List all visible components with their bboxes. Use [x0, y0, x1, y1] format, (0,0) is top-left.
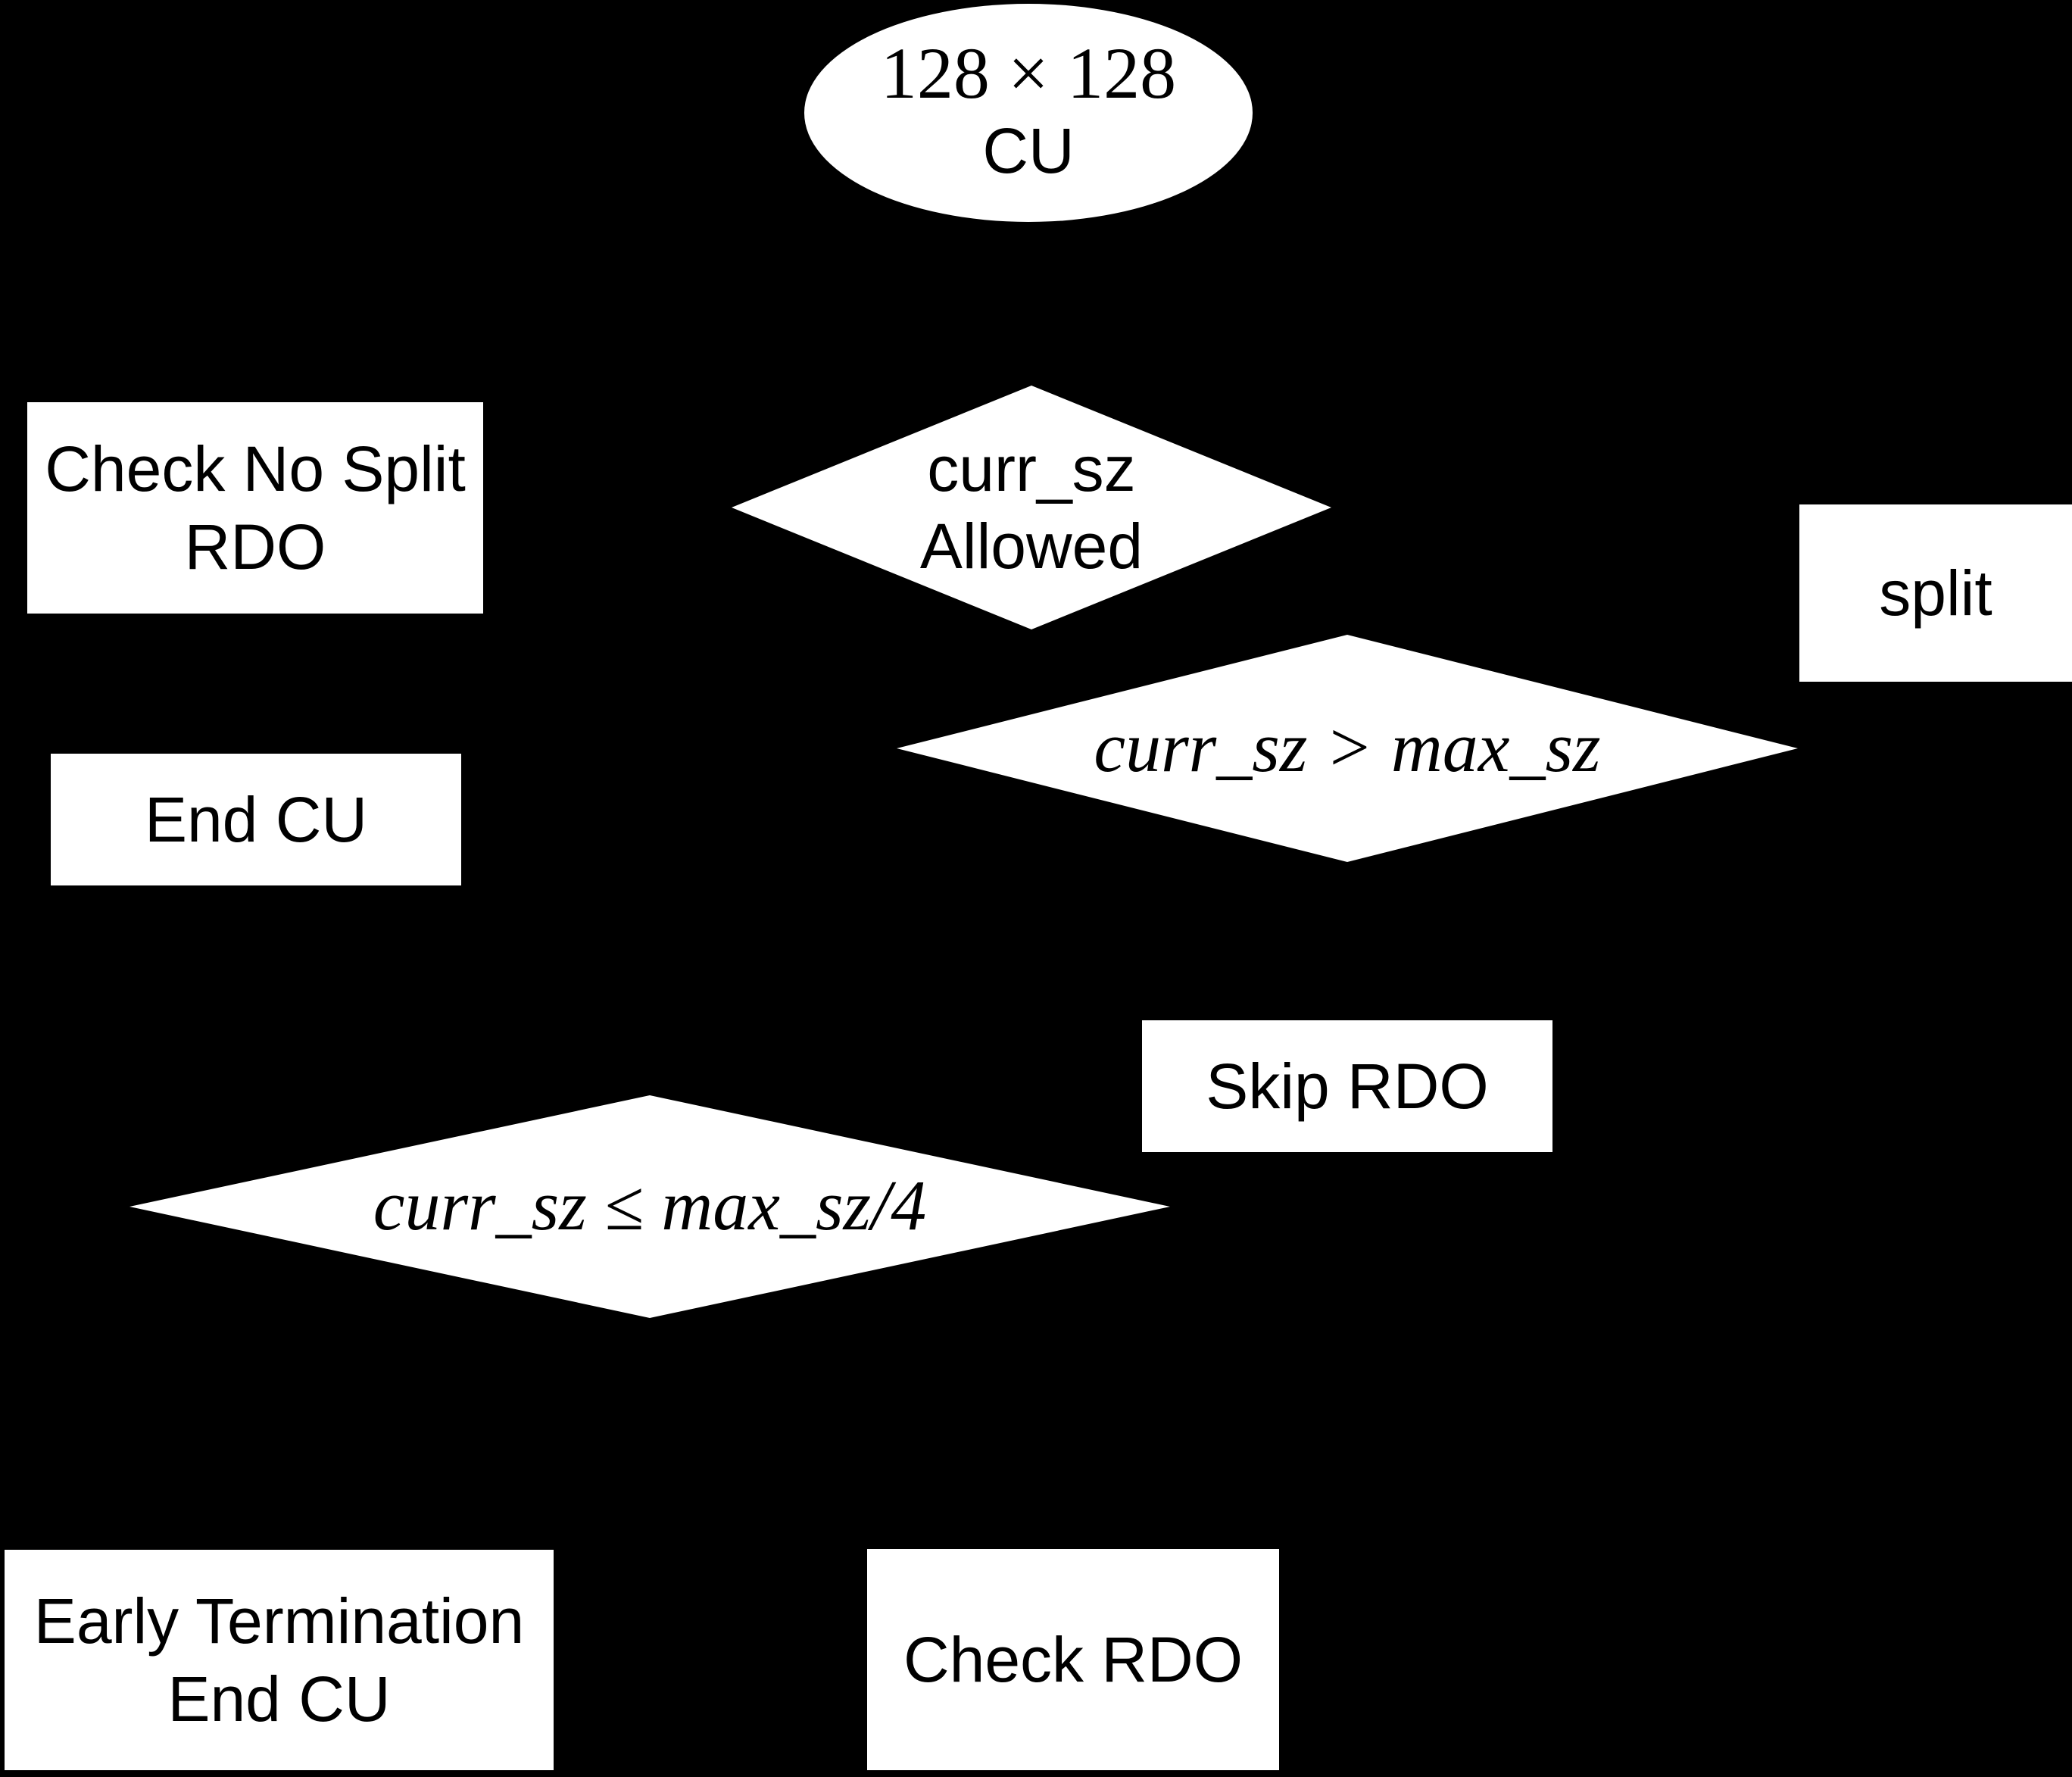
curr-sz-allowed-label-line1: curr_sz	[927, 433, 1136, 504]
split-label: split	[1879, 557, 1992, 629]
node-check-rdo: Check RDO	[867, 1549, 1279, 1770]
node-split: split	[1799, 504, 2072, 682]
node-decision-curr-sz-gt-max-sz: curr_sz > max_sz	[897, 635, 1798, 862]
node-start-cu: 128 × 128 CU	[804, 4, 1253, 222]
start-cu-label: CU	[982, 115, 1075, 187]
node-end-cu: End CU	[51, 754, 461, 885]
node-check-no-split-rdo: Check No Split RDO	[27, 402, 483, 614]
start-cu-size-label: 128 × 128	[880, 33, 1177, 114]
node-early-termination-end-cu: Early Termination End CU	[5, 1550, 554, 1770]
node-skip-rdo: Skip RDO	[1142, 1020, 1552, 1152]
skip-rdo-label: Skip RDO	[1206, 1050, 1489, 1122]
early-termination-label-line1: Early Termination	[33, 1585, 525, 1657]
curr-sz-allowed-label-line2: Allowed	[919, 511, 1144, 582]
end-cu-label: End CU	[144, 783, 368, 855]
check-no-split-rdo-label-line2: RDO	[184, 511, 326, 582]
node-decision-curr-sz-le-max-sz-4: curr_sz ≤ max_sz/4	[130, 1095, 1170, 1318]
node-decision-curr-sz-allowed: curr_sz Allowed	[732, 386, 1331, 629]
early-termination-label-line2: End CU	[167, 1663, 391, 1735]
curr-sz-le-max-sz-4-label: curr_sz ≤ max_sz/4	[373, 1166, 927, 1246]
check-rdo-label: Check RDO	[903, 1623, 1244, 1695]
curr-sz-gt-max-sz-label: curr_sz > max_sz	[1094, 708, 1601, 788]
check-no-split-rdo-label-line1: Check No Split	[45, 433, 466, 505]
